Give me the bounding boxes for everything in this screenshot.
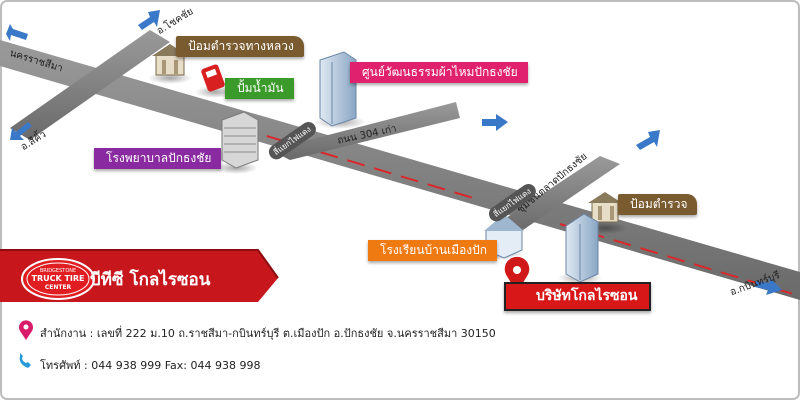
arrow-market [636, 130, 660, 150]
police-icon [588, 192, 622, 223]
arrow-304 [482, 114, 508, 131]
label-company: บริษัทโกลไรซอน [504, 282, 652, 311]
road-304 [270, 102, 460, 160]
label-gas-station: ปั้มน้ำมัน [225, 78, 294, 99]
hospital-building [221, 111, 259, 169]
label-school: โรงเรียนบ้านเมืองปัก [368, 240, 498, 261]
phone-text: โทรศัพท์ : 044 938 999 Fax: 044 938 998 [40, 359, 261, 372]
location-pin-icon [19, 320, 33, 340]
cross-road-1 [10, 30, 170, 140]
gas-pump-icon [201, 64, 225, 92]
arrow-chokchai [138, 10, 160, 30]
company-pin-icon [503, 255, 531, 296]
brand-name: บีทีซี โกลไรซอน [90, 270, 211, 290]
label-hospital: โรงพยาบาลปักธงชัย [94, 148, 222, 169]
arrow-nakhon [6, 24, 28, 41]
silk-center-building [319, 51, 357, 127]
arrow-kabinburi [755, 278, 782, 295]
company-building [565, 213, 599, 283]
arrow-sikhio [10, 122, 32, 140]
logo-line1: BRIDGESTONE [40, 268, 76, 274]
logo-line2: TRUCK TIRE [31, 274, 84, 283]
phone-icon [19, 353, 31, 368]
brand-logo [21, 258, 95, 300]
label-police-luang: ป้อมตำรวจทางหลวง [176, 36, 304, 57]
address-text: สำนักงาน : เลขที่ 222 ม.10 ถ.ราชสีมา-กบิ… [40, 327, 496, 340]
cross-road-2 [500, 156, 620, 232]
direction-arrows [6, 10, 782, 295]
label-police: ป้อมตำรวจ [618, 194, 698, 215]
label-silk-center: ศูนย์วัฒนธรรมผ้าไหมปักธงชัย [350, 62, 528, 83]
logo-line3: CENTER [45, 284, 72, 291]
